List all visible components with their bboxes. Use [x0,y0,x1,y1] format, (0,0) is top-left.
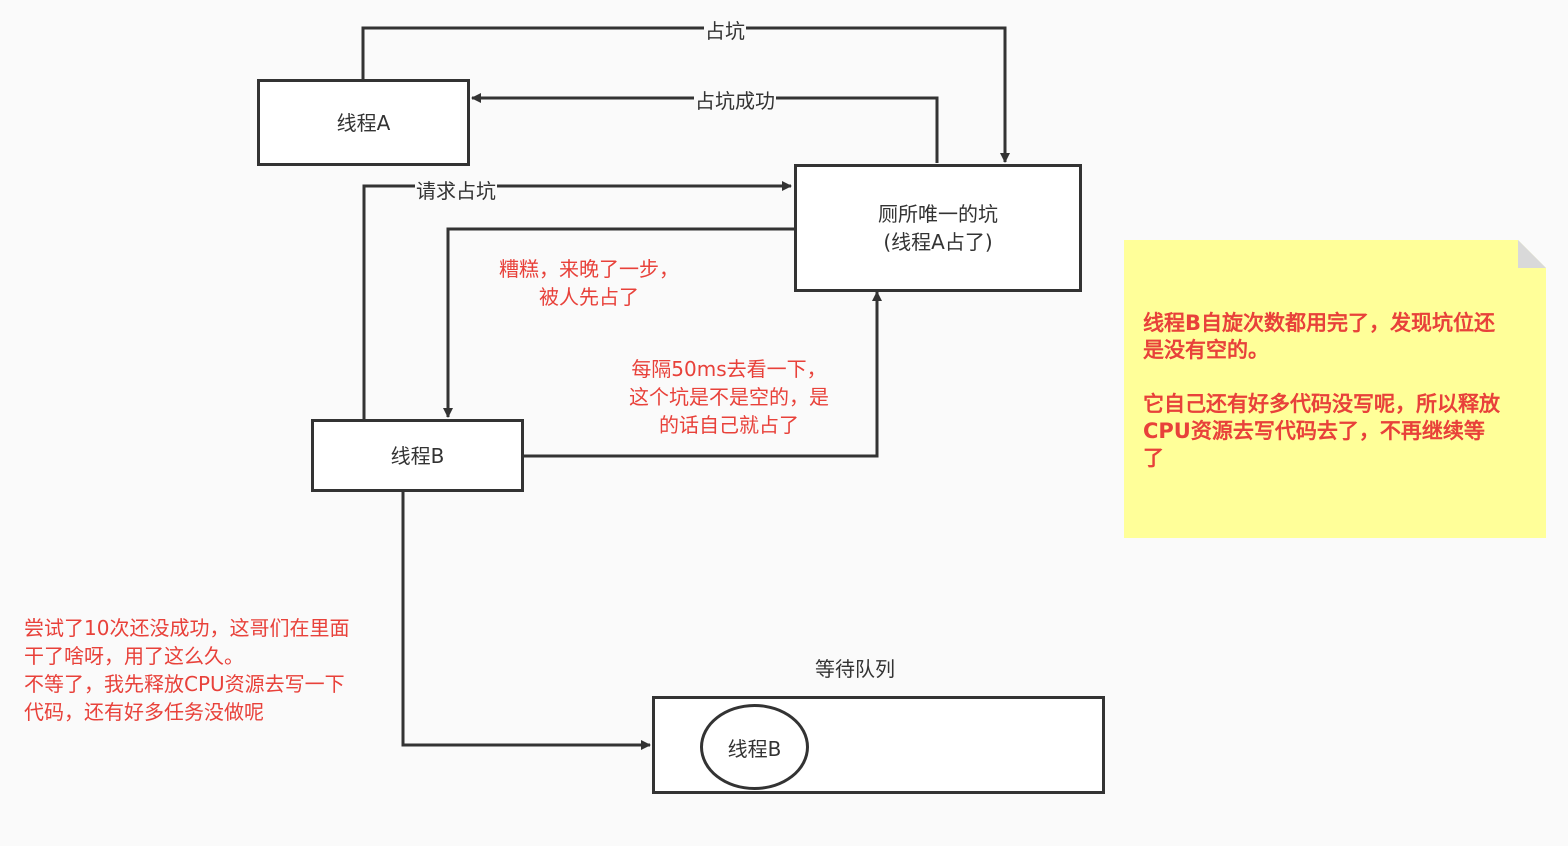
too-late-note: 糟糕，来晚了一步， 被人先占了 [499,257,679,309]
thread-b-node: 线程B [311,419,524,492]
thread-a-label: 线程A [336,110,391,135]
give-up-note: 尝试了10次还没成功，这哥们在里面 干了啥呀，用了这么久。 不等了，我先释放CP… [24,616,350,724]
edge-occupy-success [471,93,939,163]
edge-enqueue [401,492,651,750]
edge-occupy-success-label: 占坑成功 [694,89,776,113]
queued-thread-b: 线程B [700,704,809,790]
edge-occupy-label: 占坑 [704,19,746,43]
toilet-node: 厕所唯一的坑 (线程A占了) [794,164,1082,292]
edge-request-occupy-label: 请求占坑 [415,179,497,203]
thread-b-label: 线程B [390,443,445,468]
check-every-note: 每隔50ms去看一下， 这个坑是不是空的，是 的话自己就占了 [629,357,829,437]
thread-a-node: 线程A [257,79,470,166]
edge-occupy [361,26,1010,163]
sticky-note [1124,240,1546,538]
queued-thread-b-label: 线程B [727,736,782,761]
toilet-label: 厕所唯一的坑 (线程A占了) [878,202,998,254]
waiting-queue-label: 等待队列 [815,657,895,681]
edge-poll [523,291,882,458]
edge-request-occupy [362,181,792,420]
edge-rejected [443,227,794,418]
sticky-note-text: 线程B自旋次数都用完了，发现坑位还 是没有空的。 它自己还有好多代码没写呢，所以… [1143,311,1500,470]
